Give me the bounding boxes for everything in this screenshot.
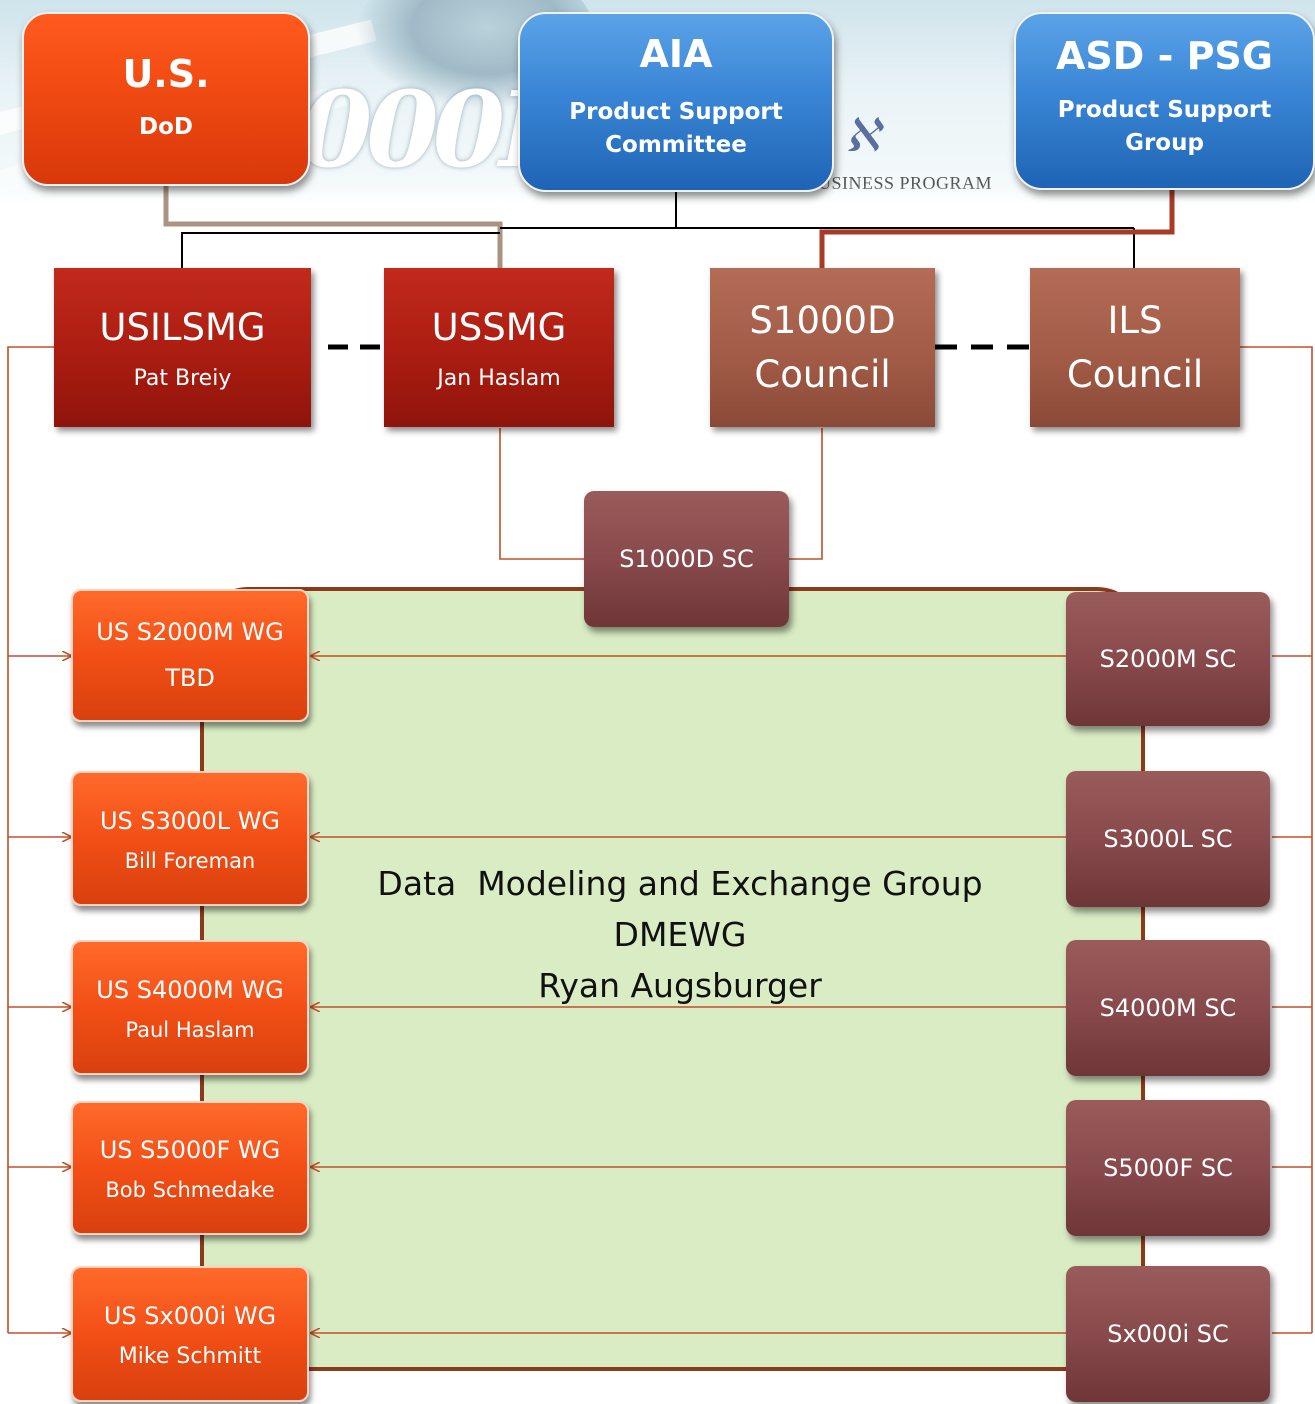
sc-s4000m-box: S4000M SC <box>1066 940 1270 1076</box>
s1000d-sc-label: S1000D SC <box>619 545 754 573</box>
aia-title: AIA <box>639 32 713 76</box>
us-subtitle: DoD <box>139 113 193 140</box>
ils-council-box: ILS Council <box>1030 268 1240 427</box>
aia-subtitle: Product Support Committee <box>569 98 783 159</box>
aia-box: AIA Product Support Committee <box>518 12 834 192</box>
wg-title: US S3000L WG <box>99 806 281 835</box>
sc-label: S2000M SC <box>1099 645 1237 673</box>
us-title: U.S. <box>122 51 210 96</box>
program-logo-icon: ℵ <box>845 108 880 162</box>
dmewg-chair: Ryan Augsburger <box>538 966 822 1006</box>
usilsmg-title: USILSMG <box>99 306 266 350</box>
sc-label: S5000F SC <box>1103 1154 1233 1182</box>
asd-subtitle: Product Support Group <box>1057 96 1272 157</box>
ussmg-title: USSMG <box>431 306 567 350</box>
wg-s4000m-box: US S4000M WG Paul Haslam <box>71 940 309 1075</box>
wg-title: US Sx000i WG <box>103 1301 277 1330</box>
wg-title: US S5000F WG <box>99 1136 281 1165</box>
sc-s2000m-box: S2000M SC <box>1066 592 1270 726</box>
asd-psg-box: ASD - PSG Product Support Group <box>1014 12 1315 190</box>
sc-sx000i-box: Sx000i SC <box>1066 1266 1270 1402</box>
wg-s5000f-box: US S5000F WG Bob Schmedake <box>71 1101 309 1235</box>
wg-title: US S4000M WG <box>96 975 284 1004</box>
dmewg-full-name: Data Modeling and Exchange Group <box>377 864 983 903</box>
wg-lead-name: Bill Foreman <box>124 848 256 873</box>
sc-label: S3000L SC <box>1103 825 1233 853</box>
wg-title: US S2000M WG <box>96 617 284 646</box>
sc-label: S4000M SC <box>1099 994 1237 1022</box>
ussmg-box: USSMG Jan Haslam <box>384 268 614 427</box>
dmewg-panel <box>200 587 1145 1371</box>
us-dod-box: U.S. DoD <box>22 12 310 186</box>
wg-lead-name: Paul Haslam <box>125 1017 255 1042</box>
s1000d-sc-box: S1000D SC <box>584 491 789 627</box>
usilsmg-box: USILSMG Pat Breiy <box>54 268 311 427</box>
usilsmg-name: Pat Breiy <box>133 365 232 391</box>
wg-sx000i-box: US Sx000i WG Mike Schmitt <box>71 1266 309 1402</box>
wg-s3000l-box: US S3000L WG Bill Foreman <box>71 771 309 906</box>
asd-title: ASD - PSG <box>1056 34 1273 78</box>
wg-lead-name: Bob Schmedake <box>105 1178 275 1202</box>
dmewg-label: Data Modeling and Exchange Group DMEWG R… <box>330 858 1030 1011</box>
ils-council-title: ILS Council <box>1066 298 1204 396</box>
s1000d-council-box: S1000D Council <box>710 268 935 427</box>
wg-lead-name: TBD <box>165 663 215 692</box>
wg-lead-name: Mike Schmitt <box>118 1344 262 1370</box>
sc-s3000l-box: S3000L SC <box>1066 771 1270 907</box>
sc-label: Sx000i SC <box>1107 1320 1229 1348</box>
s1000d-council-title: S1000D Council <box>749 298 896 396</box>
wg-s2000m-box: US S2000M WG TBD <box>71 589 309 722</box>
sc-s5000f-box: S5000F SC <box>1066 1100 1270 1236</box>
ussmg-name: Jan Haslam <box>437 365 561 391</box>
dmewg-acronym: DMEWG <box>613 915 747 955</box>
